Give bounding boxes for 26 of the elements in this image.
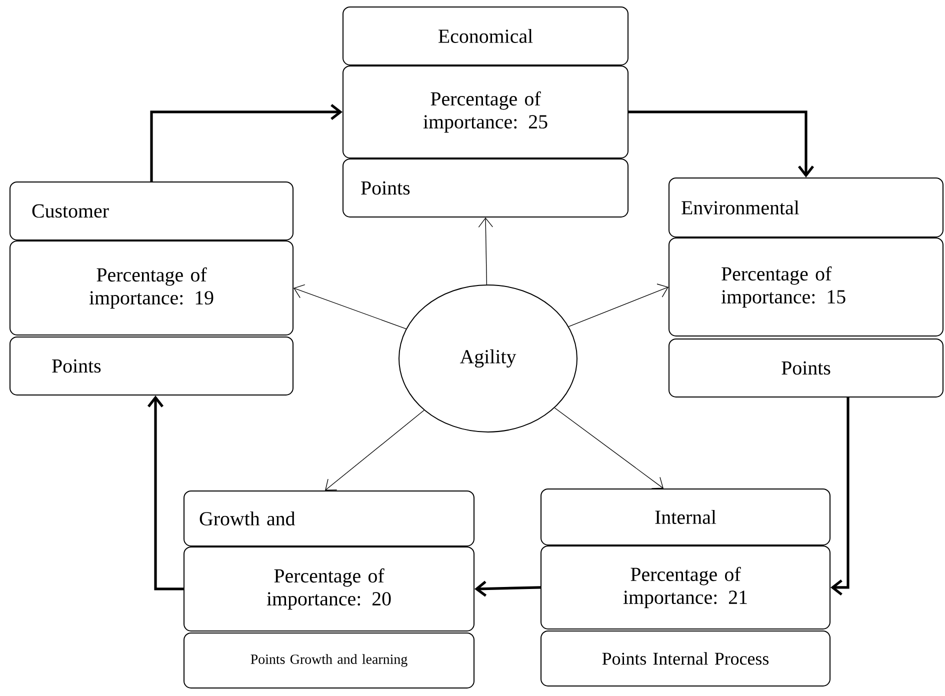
text-box: Points <box>342 158 628 218</box>
text-box: Percentage of importance: 15 <box>668 237 944 336</box>
text-box: Economical <box>342 6 628 66</box>
arrow <box>150 104 342 182</box>
text-box: Percentage of importance: 19 <box>10 240 294 336</box>
text-box: Points <box>668 338 944 398</box>
arrow <box>554 408 664 489</box>
arrow <box>830 397 850 596</box>
arrow <box>474 580 541 597</box>
arrow <box>628 110 814 178</box>
text-box: Percentage of importance: 25 <box>342 66 628 158</box>
ellipse-node: Agility <box>398 284 578 432</box>
text-box: Points <box>10 336 294 396</box>
text-box: Points Internal Process <box>540 630 830 686</box>
arrow <box>478 217 494 285</box>
text-box: Percentage of importance: 21 <box>540 545 830 630</box>
text-box: Points Growth and learning <box>184 632 474 688</box>
arrow <box>568 284 668 327</box>
text-box: Internal <box>540 488 830 546</box>
text-box: Environmental <box>668 177 944 238</box>
arrow <box>147 395 184 590</box>
arrow <box>325 410 424 490</box>
arrow <box>294 284 406 330</box>
text-box: Percentage of importance: 20 <box>184 546 474 632</box>
text-box: Growth and <box>184 490 474 546</box>
text-box: Customer <box>10 181 294 240</box>
